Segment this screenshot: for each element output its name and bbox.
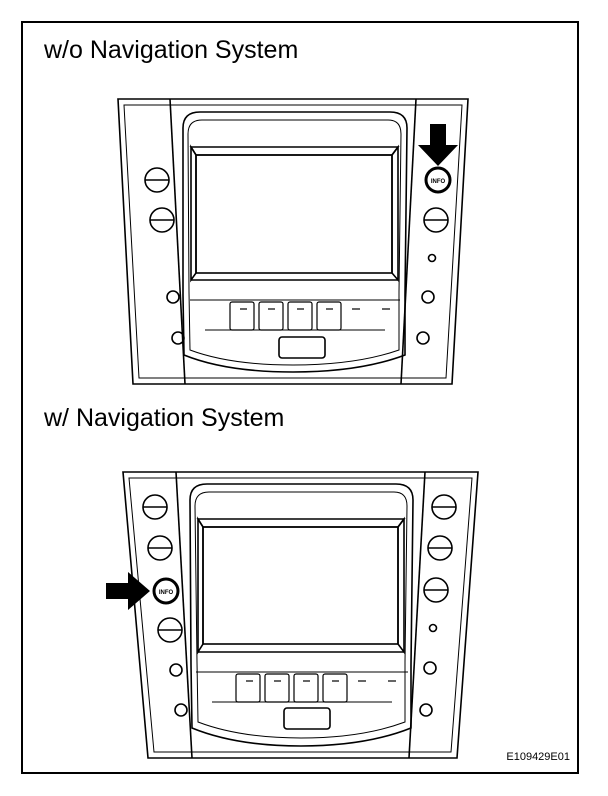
- info-button-label: INFO: [159, 590, 174, 596]
- info-button-with-navigation: INFO: [152, 577, 180, 605]
- arrow-icon: [106, 572, 150, 610]
- info-button-label: INFO: [431, 179, 446, 185]
- arrow-icon: [418, 124, 458, 166]
- section-title-with-navigation: w/ Navigation System: [44, 404, 285, 432]
- info-button-without-navigation: INFO: [424, 166, 452, 194]
- figure-id: E109429E01: [506, 751, 570, 763]
- section-title-without-navigation: w/o Navigation System: [44, 36, 299, 64]
